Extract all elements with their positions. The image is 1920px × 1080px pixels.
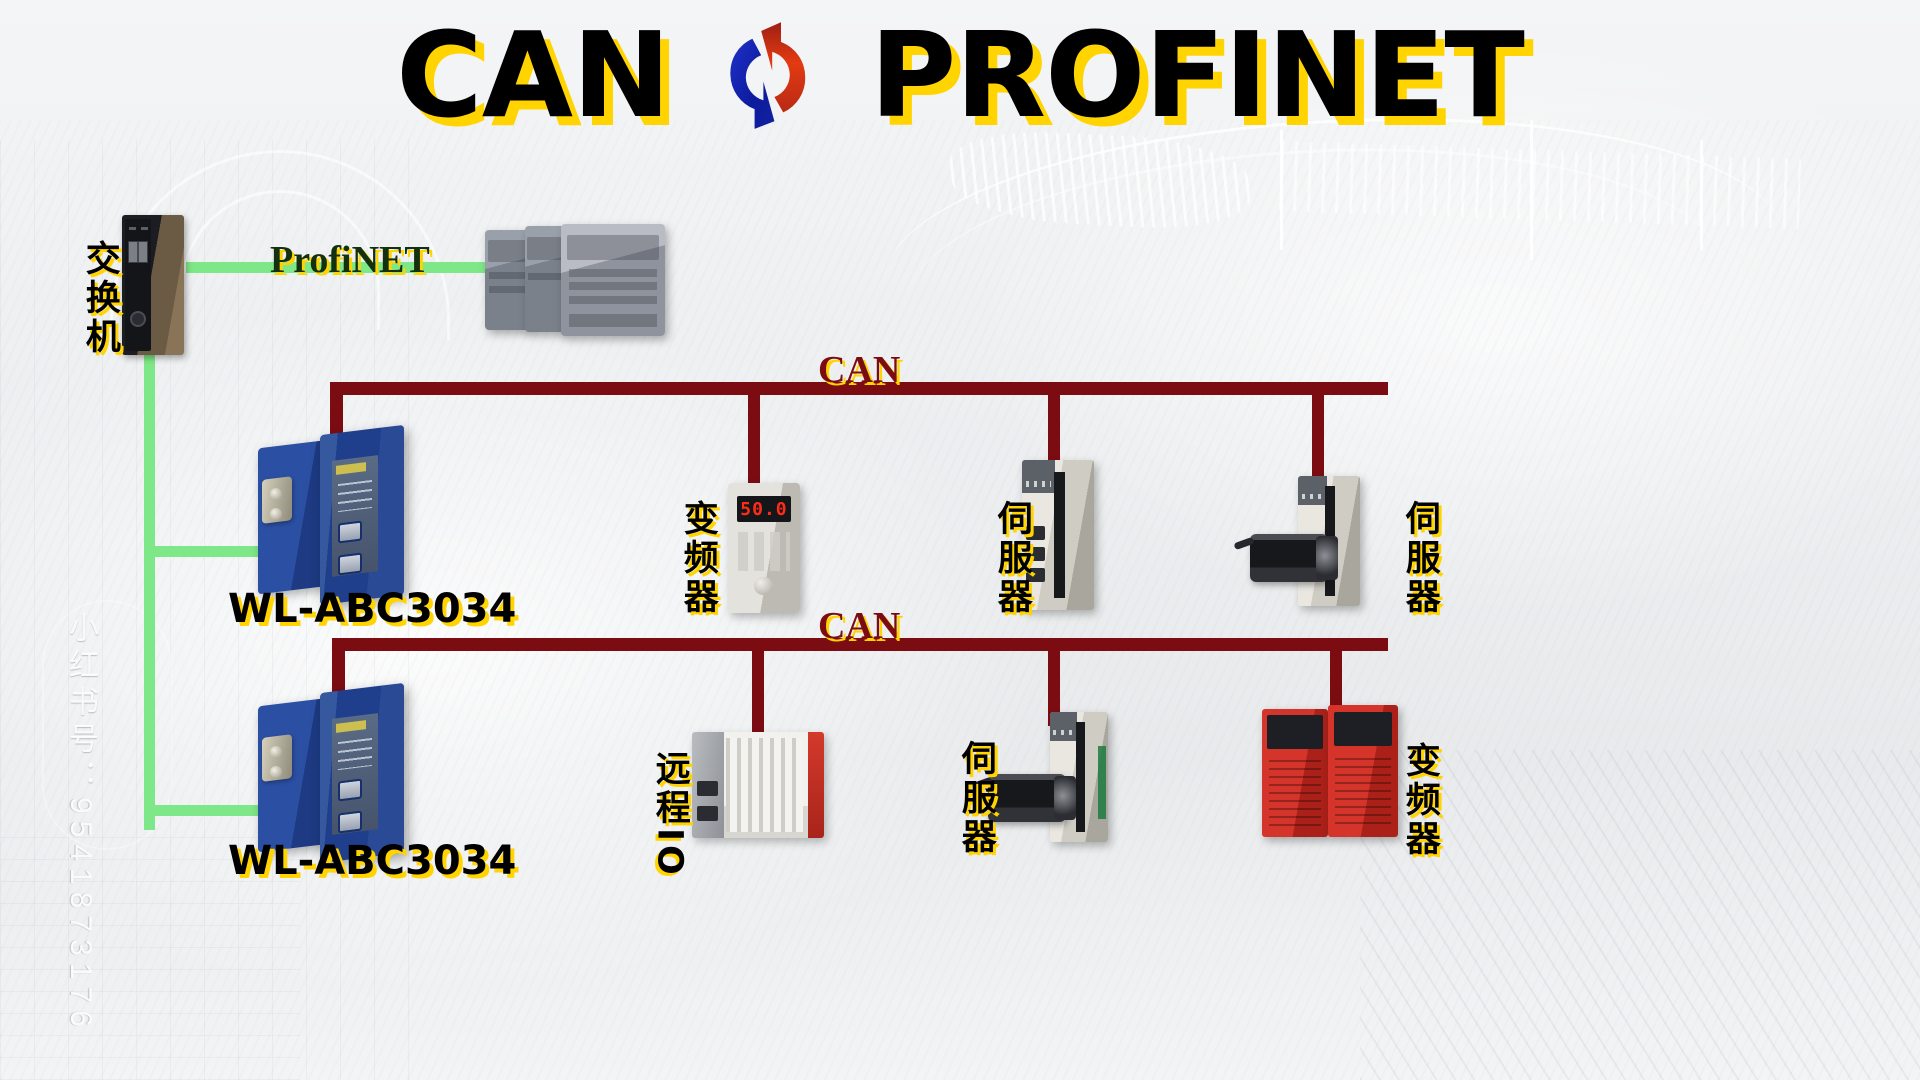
vfd-display-value: 50.0: [740, 498, 788, 520]
protocol-gateway-icon: [258, 424, 448, 608]
profinet-branch-gateway-bottom: [148, 805, 278, 816]
servo-motor-drive-icon-bottom: [971, 712, 1148, 852]
diagram-title: CAN PROFINET: [0, 0, 1920, 150]
device-label-servo-motor-top: 伺服器: [1399, 500, 1440, 617]
can-bus-top-label: CAN: [818, 349, 901, 391]
can-drop-inverter-top: [748, 390, 760, 485]
watermark-outline: [42, 600, 172, 850]
device-label-red-vfd: 变频器: [1399, 742, 1440, 859]
background-tower-1: [1280, 130, 1283, 250]
device-label-inverter-top: 变频器: [677, 500, 718, 617]
can-bus-bottom-label: CAN: [818, 605, 901, 647]
gateway-bottom-label: WL-ABC3034: [228, 838, 517, 884]
can-drop-red-vfd: [1330, 646, 1342, 712]
background-tower-2: [1530, 120, 1533, 260]
profinet-branch-gateway-top: [148, 546, 278, 557]
servo-motor-drive-icon: [1233, 476, 1410, 606]
device-label-servo-top: 伺服器: [991, 500, 1032, 617]
ethernet-switch-icon: [122, 215, 192, 360]
bidirectional-swap-arrows-icon: [730, 22, 806, 129]
can-bus-top-trunk: [330, 382, 1388, 395]
can-drop-remote-io: [752, 646, 764, 734]
protocol-gateway-icon-bottom: [258, 682, 448, 866]
gateway-top-label: WL-ABC3034: [228, 586, 517, 632]
can-drop-servo-top: [1048, 390, 1060, 462]
device-label-remote-io: 远程IO: [649, 750, 690, 879]
title-word-can: CAN: [396, 6, 671, 144]
can-drop-servo-bottom: [1048, 646, 1060, 726]
switch-label: 交换机: [79, 240, 120, 357]
remote-io-module-icon: [692, 732, 824, 838]
can-drop-servo-motor-top: [1312, 390, 1324, 478]
profinet-bus-label: ProfiNET: [270, 239, 430, 281]
servo-drive-icon: [1022, 460, 1094, 610]
plc-controller-icon: [485, 224, 665, 336]
background-tower-3: [1700, 140, 1703, 250]
red-vfd-inverter-icon: [1262, 705, 1412, 840]
device-label-servo-bottom: 伺服器: [955, 740, 996, 857]
can-bus-bottom-trunk: [332, 638, 1388, 651]
title-word-profinet: PROFINET: [869, 6, 1525, 144]
background-grid-bottom-left: [0, 820, 300, 1080]
vfd-inverter-icon: 50.0: [728, 483, 800, 613]
profinet-link-switch-plc: [186, 262, 491, 273]
watermark-text: 小红书号：9541873176: [64, 612, 97, 1034]
background-grid-bottom-right: [1360, 750, 1920, 1080]
